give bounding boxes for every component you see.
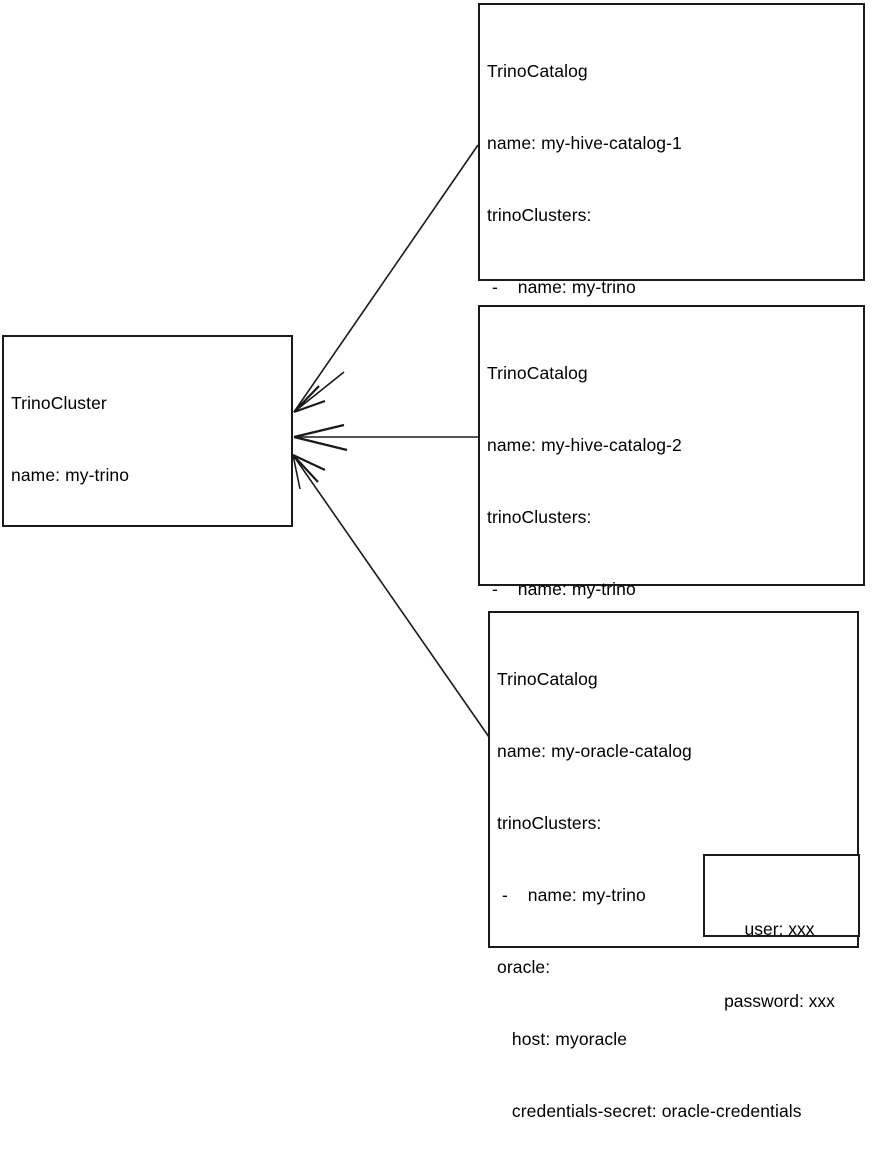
node-line: name: my-oracle-catalog	[497, 741, 692, 761]
node-line: credentials-secret: oracle-credentials	[497, 1101, 802, 1121]
node-line: trinoClusters:	[487, 507, 592, 527]
edge-oracle-to-cluster	[292, 454, 490, 738]
node-catalog-oracle[interactable]: TrinoCatalog name: my-oracle-catalog tri…	[488, 611, 860, 1121]
node-line: name: my-trino	[11, 465, 130, 485]
edge-hive-2-to-cluster	[293, 423, 478, 452]
node-line: password: xxx	[724, 991, 835, 1011]
diagram-canvas: TrinoCluster name: my-trino TrinoCatalog…	[2, 3, 865, 1121]
node-oracle-secret-text: user: xxx password: xxx	[705, 869, 854, 1061]
node-line: trinoClusters:	[487, 205, 592, 225]
node-line: TrinoCluster	[11, 393, 107, 413]
node-line: TrinoCatalog	[487, 61, 588, 81]
node-line: - name: my-trino	[487, 277, 636, 297]
node-trino-cluster-text: TrinoCluster name: my-trino	[11, 343, 287, 535]
node-trino-cluster[interactable]: TrinoCluster name: my-trino	[2, 335, 293, 527]
node-catalog-hive-1[interactable]: TrinoCatalog name: my-hive-catalog-1 tri…	[478, 3, 865, 657]
node-oracle-secret[interactable]: user: xxx password: xxx	[703, 854, 860, 1011]
node-line: TrinoCatalog	[487, 363, 588, 383]
node-line: user: xxx	[744, 919, 815, 939]
node-line: - name: my-trino	[497, 885, 646, 905]
node-line: trinoClusters:	[497, 813, 602, 833]
node-line: - name: my-trino	[487, 579, 636, 599]
node-line: name: my-hive-catalog-1	[487, 133, 682, 153]
node-line: name: my-hive-catalog-2	[487, 435, 682, 455]
edge-hive-1-to-cluster	[293, 144, 479, 414]
node-line: TrinoCatalog	[497, 669, 598, 689]
node-catalog-hive-2[interactable]: TrinoCatalog name: my-hive-catalog-2 tri…	[478, 305, 865, 887]
